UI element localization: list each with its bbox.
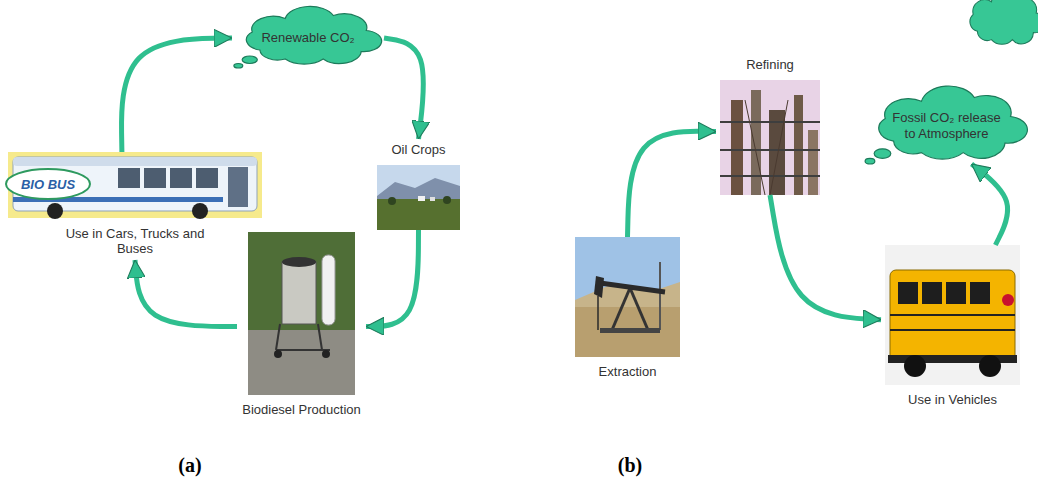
horse-head (594, 276, 604, 298)
cycle-arrow (366, 230, 419, 327)
node-text: Renewable CO₂ (261, 30, 354, 46)
photo-node: Refining (716, 54, 824, 195)
stand-leg (318, 324, 322, 350)
photo-node: Biodiesel Production (237, 232, 366, 421)
bus-window (196, 168, 218, 188)
bus-wheel (979, 355, 1001, 377)
grass (248, 232, 355, 332)
bus-stripe (890, 314, 1015, 316)
cycle-arrow (135, 260, 237, 327)
cloud-shape (879, 86, 1028, 159)
pumpjack-leg (612, 288, 630, 330)
stop-sign (1002, 294, 1014, 306)
bus-body (13, 157, 257, 211)
refinery-photo (720, 80, 820, 195)
gas-cylinder (322, 255, 335, 325)
scaffold (745, 100, 765, 195)
node-text: Extraction (599, 364, 657, 380)
pumpjack-photo (575, 237, 680, 357)
farm-building (418, 196, 425, 201)
tower (731, 100, 743, 195)
panel-label: (b) (618, 454, 642, 477)
cycle-arrow (628, 131, 717, 237)
pole (659, 262, 661, 330)
tree (443, 196, 451, 204)
tower (794, 95, 803, 195)
photo-node: Use in Vehicles (881, 245, 1024, 411)
biodiesel-processor-photo (248, 232, 355, 395)
oil-crops-photo (377, 165, 460, 230)
bus-window (946, 282, 966, 304)
bus-wheel (904, 355, 926, 377)
bus-logo-text: BIO BUS (21, 177, 75, 192)
stand-base (276, 349, 330, 351)
base (600, 328, 660, 333)
bus-roof (13, 157, 257, 166)
school-bus-photo (885, 245, 1020, 385)
thought-cloud: Renewable CO₂ (232, 8, 384, 68)
node-text: Oil Crops (391, 142, 445, 158)
pipe (720, 175, 820, 177)
cycle-arrow (770, 195, 881, 320)
panel-label: (a) (178, 454, 201, 477)
cycle-arrow (972, 164, 1008, 245)
cloud-bubble (874, 149, 891, 159)
bus-window (170, 168, 192, 188)
cloud-bubble (234, 64, 243, 69)
node-text: Use in Vehicles (908, 392, 997, 408)
bus-window (922, 282, 942, 304)
cloud-shape (970, 0, 1038, 44)
node-text: Use in Cars, Trucks and Buses (60, 226, 210, 257)
processor-tank (282, 262, 316, 324)
cycle-arrow (384, 38, 423, 139)
bio-bus-photo (6, 152, 262, 219)
walking-beam (600, 283, 665, 292)
scaffold (770, 100, 788, 195)
photo-frame (8, 152, 262, 218)
sky (720, 80, 820, 195)
cloud-bubble (242, 56, 257, 64)
tank-lid (282, 257, 316, 267)
caster (274, 350, 282, 358)
cloud-shape (246, 6, 381, 64)
cloud-bubble (865, 158, 875, 164)
farm-building (430, 197, 435, 201)
photo-ground (885, 245, 1020, 385)
node-text: Fossil CO₂ release to Atmosphere (888, 110, 1006, 141)
photo-node: Extraction (571, 237, 684, 383)
tower (808, 130, 818, 195)
pipe (720, 149, 820, 151)
bus-body (890, 270, 1015, 362)
stand-leg (276, 324, 280, 350)
bus-stripe (890, 329, 1015, 331)
ground (575, 307, 680, 357)
bus-wheel (192, 203, 208, 219)
decor-cloud (970, 0, 1038, 44)
bus-window (118, 168, 140, 188)
node-text: Biodiesel Production (242, 402, 361, 418)
bus-window (898, 282, 918, 304)
caster (322, 350, 330, 358)
photo-node: Oil Crops (373, 139, 464, 230)
thought-cloud: Fossil CO₂ release to Atmosphere (863, 88, 1030, 164)
pavement (248, 330, 355, 395)
bus-window (970, 282, 990, 304)
bus-door (228, 167, 248, 207)
photo-node: Use in Cars, Trucks and Buses (4, 152, 266, 260)
bus-wheel (47, 203, 63, 219)
tower (751, 90, 761, 195)
cycle-arrow (121, 38, 232, 152)
pumpjack-leg (630, 288, 648, 330)
rod (597, 296, 599, 330)
bus-logo (6, 169, 90, 199)
pipe (720, 121, 820, 123)
tree (388, 197, 396, 205)
bus-window (144, 168, 166, 188)
node-text: Refining (746, 57, 794, 73)
